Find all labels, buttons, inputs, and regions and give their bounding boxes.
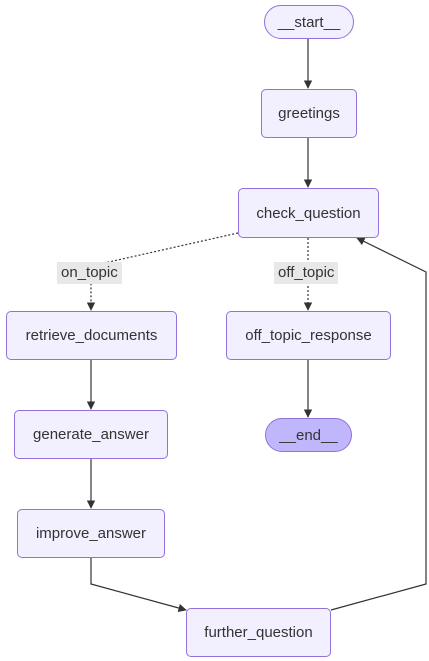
node-retrieve-documents[interactable]: retrieve_documents: [6, 311, 177, 360]
node-further-question[interactable]: further_question: [186, 608, 331, 657]
edge-further-check: [330, 237, 427, 611]
node-improve-answer[interactable]: improve_answer: [17, 509, 165, 558]
edge-label-on-topic: on_topic: [57, 262, 122, 284]
node-generate-answer[interactable]: generate_answer: [14, 410, 168, 459]
node-check-question[interactable]: check_question: [238, 188, 379, 238]
edge-label-off-topic: off_topic: [274, 262, 339, 284]
node-start[interactable]: __start__: [264, 5, 354, 39]
node-greetings[interactable]: greetings: [261, 89, 357, 138]
node-off-topic-response[interactable]: off_topic_response: [226, 311, 391, 360]
edge-improve-further: [90, 558, 187, 613]
node-end[interactable]: __end__: [265, 418, 352, 452]
